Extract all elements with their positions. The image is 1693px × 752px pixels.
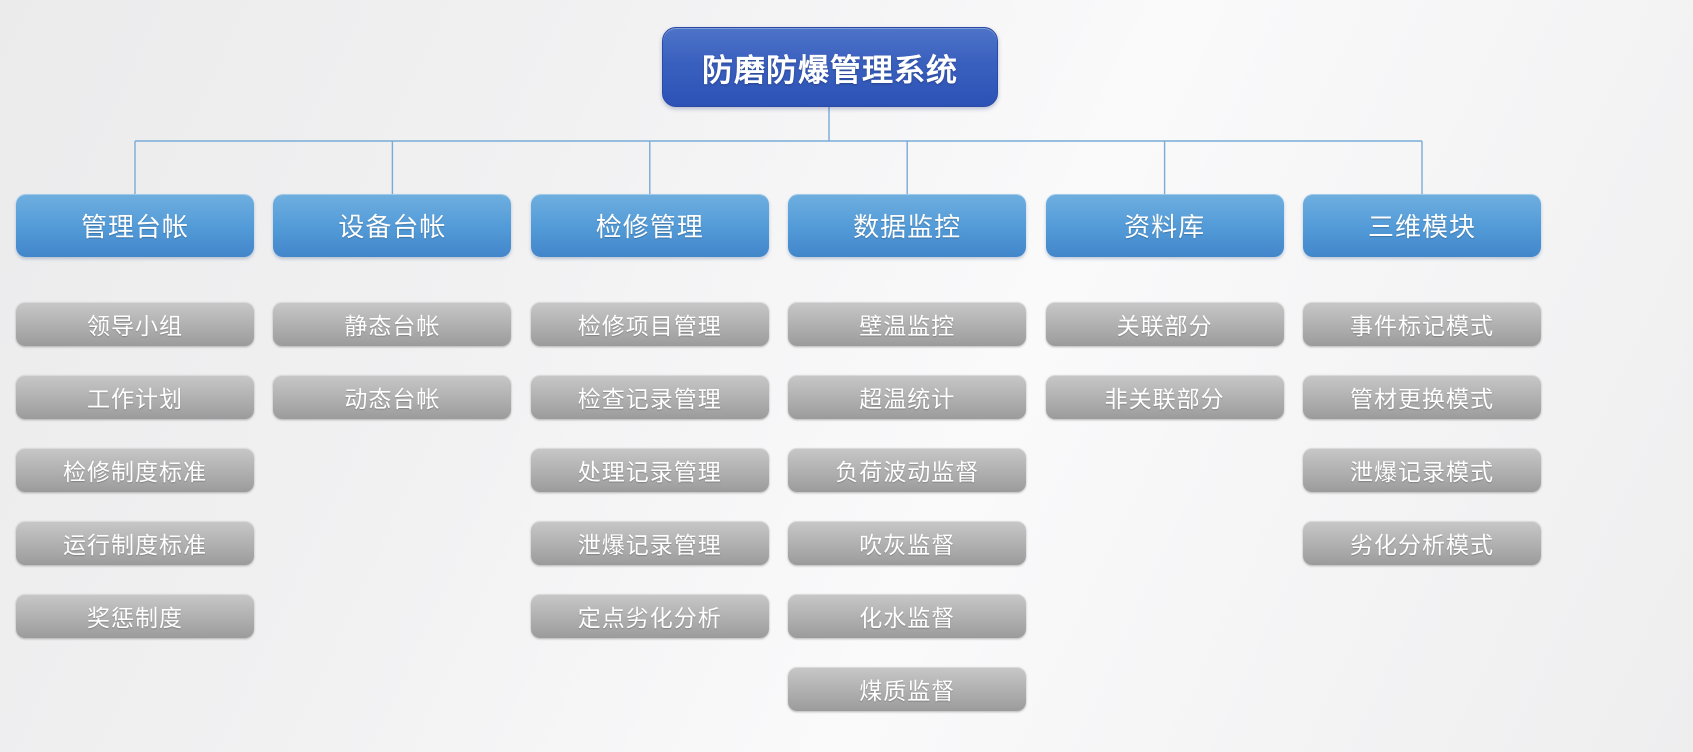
child-node: 非关联部分 [1045, 375, 1284, 419]
child-node: 处理记录管理 [530, 448, 769, 492]
child-node: 定点劣化分析 [530, 594, 769, 638]
child-node: 壁温监控 [788, 302, 1027, 346]
child-node: 静态台帐 [273, 302, 512, 346]
branch-node: 数据监控 [788, 194, 1027, 257]
child-node: 动态台帐 [273, 375, 512, 419]
root-node: 防磨防爆管理系统 [662, 27, 998, 107]
branch-node: 管理台帐 [16, 194, 254, 257]
branch-node: 检修管理 [530, 194, 769, 257]
child-node: 负荷波动监督 [788, 448, 1027, 492]
branch-column: 管理台帐领导小组工作计划检修制度标准运行制度标准奖惩制度 [16, 194, 254, 667]
child-node: 事件标记模式 [1303, 302, 1541, 346]
child-node: 运行制度标准 [16, 521, 254, 565]
branch-column: 数据监控壁温监控超温统计负荷波动监督吹灰监督化水监督煤质监督 [788, 194, 1027, 740]
child-node: 超温统计 [788, 375, 1027, 419]
branch-column: 检修管理检修项目管理检查记录管理处理记录管理泄爆记录管理定点劣化分析 [530, 194, 769, 667]
child-node: 吹灰监督 [788, 521, 1027, 565]
branch-column: 资料库关联部分非关联部分 [1045, 194, 1284, 448]
child-node: 检修项目管理 [530, 302, 769, 346]
branch-node: 三维模块 [1303, 194, 1541, 257]
child-node: 奖惩制度 [16, 594, 254, 638]
child-node: 工作计划 [16, 375, 254, 419]
child-node: 煤质监督 [788, 667, 1027, 711]
child-node: 关联部分 [1045, 302, 1284, 346]
branch-node: 资料库 [1045, 194, 1284, 257]
branch-column: 设备台帐静态台帐动态台帐 [273, 194, 512, 448]
branch-column: 三维模块事件标记模式管材更换模式泄爆记录模式劣化分析模式 [1303, 194, 1541, 594]
child-node: 管材更换模式 [1303, 375, 1541, 419]
child-node: 检查记录管理 [530, 375, 769, 419]
branch-node: 设备台帐 [273, 194, 512, 257]
child-node: 检修制度标准 [16, 448, 254, 492]
child-node: 领导小组 [16, 302, 254, 346]
child-node: 劣化分析模式 [1303, 521, 1541, 565]
child-node: 泄爆记录管理 [530, 521, 769, 565]
child-node: 化水监督 [788, 594, 1027, 638]
child-node: 泄爆记录模式 [1303, 448, 1541, 492]
